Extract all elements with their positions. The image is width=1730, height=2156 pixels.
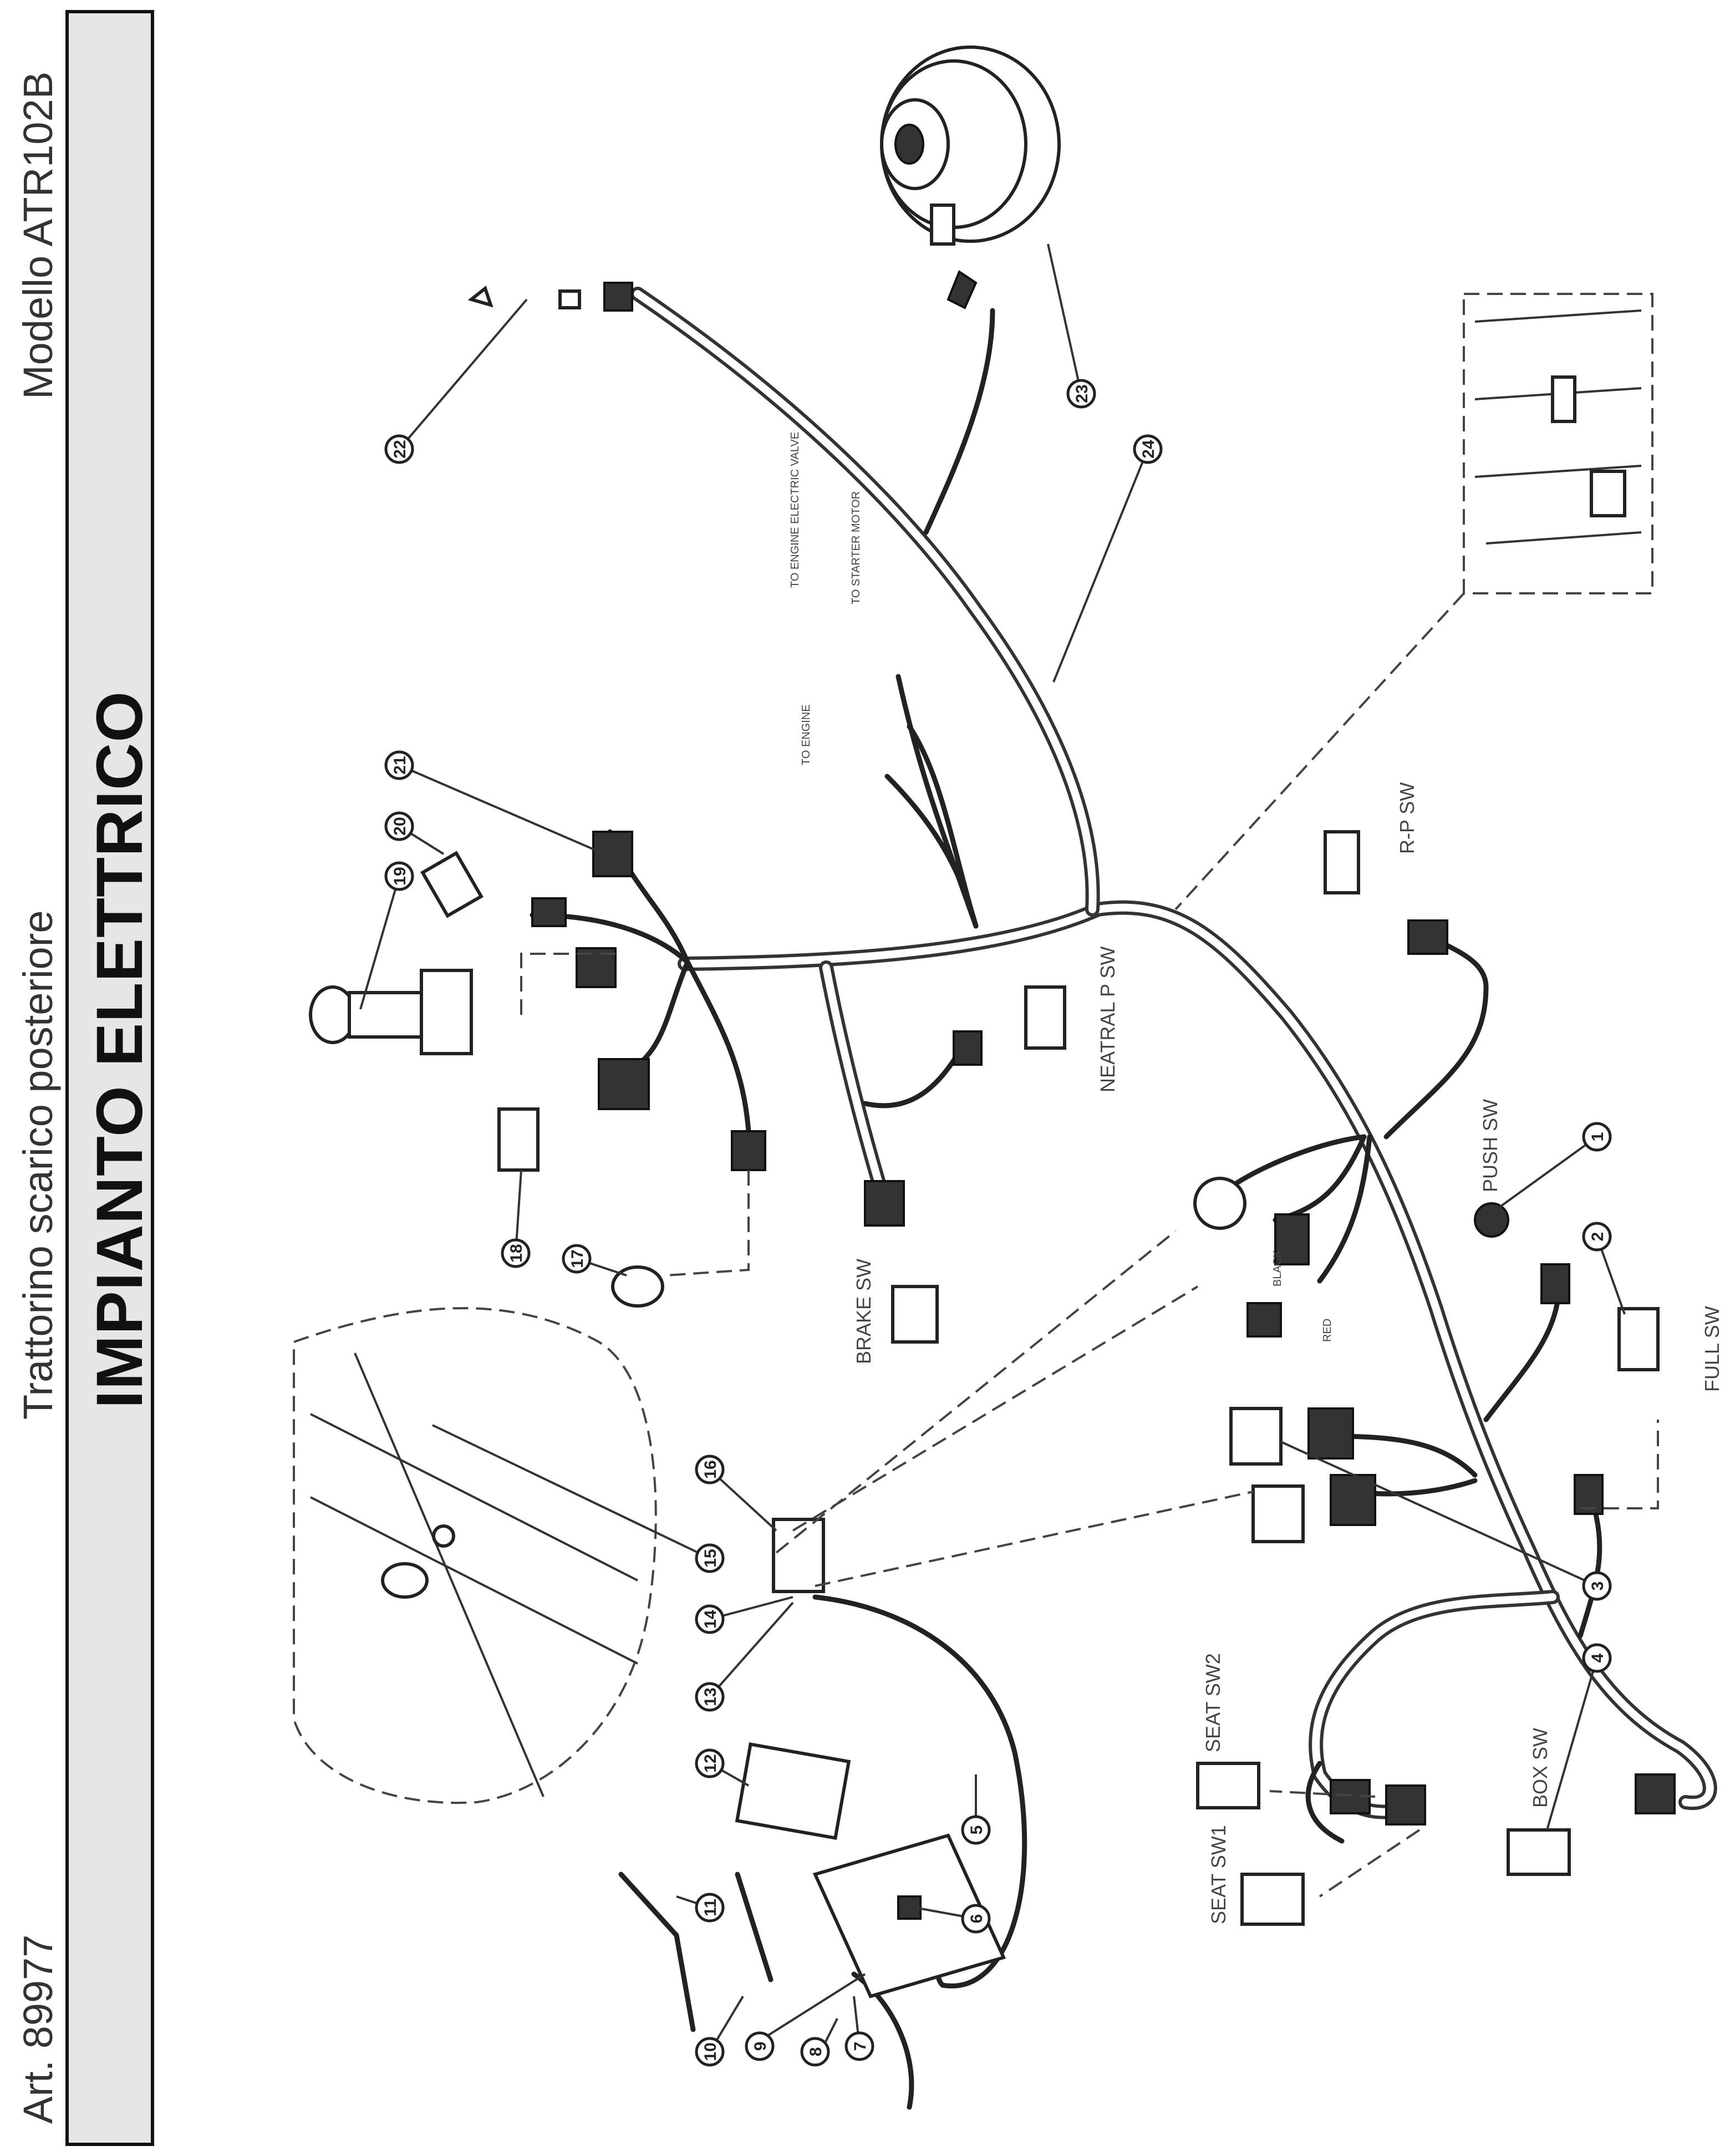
seat-switch-2 [1196,1762,1260,1809]
label-seat-sw2: SEAT SW2 [1202,1653,1224,1752]
callout-6: 6 [968,1914,986,1924]
neutral-switch [1024,985,1066,1050]
toggle-switch [420,851,484,918]
battery-cable [812,1594,1027,1989]
ignition-switch [309,969,473,1055]
label-box-sw: BOX SW [1529,1728,1551,1808]
connector-brake-2 [953,1030,983,1066]
label-push-sw: PUSH SW [1479,1099,1502,1192]
callout-15: 15 [701,1549,720,1567]
battery-strap [735,1742,851,1840]
inset-view-right [1463,293,1653,594]
label-brake-sw: BRAKE SW [852,1259,875,1364]
callout-12: 12 [701,1754,720,1772]
connector-box [1635,1773,1676,1814]
inset-view-left [293,1307,657,1804]
label-to-starter-motor: TO STARTER MOTOR [850,491,862,604]
connector-20 [531,897,567,927]
callout-20: 20 [391,817,409,835]
callout-19: 19 [391,867,409,885]
main-harness [530,287,1717,1844]
relay-a [1229,1407,1283,1466]
relay-plug-a [1274,1213,1310,1265]
label-seat-sw1: SEAT SW1 [1207,1825,1230,1924]
bar [735,1872,774,1982]
label-neutral-sw: NEATRAL P SW [1096,947,1119,1092]
callout-4: 4 [1589,1653,1607,1662]
label-rp-sw: R-P SW [1396,782,1418,854]
label-full-sw: FULL SW [1701,1306,1723,1392]
rocker-switch [497,1107,540,1172]
callout-22: 22 [391,440,409,458]
callouts: 1 2 3 4 5 6 7 8 9 10 11 12 13 14 15 16 1… [384,379,1612,2067]
callout-10: 10 [701,2042,720,2061]
callout-11: 11 [701,1899,720,1916]
callout-24: 24 [1139,440,1158,459]
callout-16: 16 [701,1460,720,1478]
rod [618,1872,696,2032]
label-to-engine-valve: TO ENGINE ELECTRIC VALVE [789,432,801,588]
brake-switch [891,1285,939,1344]
label-black: BLACK [1271,1250,1284,1287]
push-switch [1474,1202,1509,1238]
seat-switch-1 [1240,1873,1305,1926]
pto-clutch [880,45,1061,309]
callout-8: 8 [807,2047,825,2057]
callout-13: 13 [701,1687,720,1706]
connector-21 [592,831,633,877]
multi-plug [598,1058,650,1110]
rp-switch [1324,830,1360,894]
relay-b [1251,1484,1305,1543]
connector-full [1574,1474,1604,1515]
relay-socket-a [1307,1407,1354,1460]
label-red: RED [1321,1319,1334,1342]
callout-2: 2 [1589,1232,1607,1242]
callout-7: 7 [851,2042,869,2051]
callout-1: 1 [1589,1132,1607,1142]
connector-rp [1407,919,1448,955]
callout-23: 23 [1073,384,1091,403]
buzzer [611,1265,664,1308]
connector-brake [864,1180,905,1227]
callout-9: 9 [751,2042,770,2051]
callout-14: 14 [701,1610,720,1629]
lamp-bulb [467,282,633,312]
header-band [65,10,154,2146]
callout-5: 5 [968,1826,986,1835]
full-switch [1617,1307,1660,1371]
callout-21: 21 [391,756,409,774]
callout-17: 17 [568,1249,587,1268]
connector-17 [731,1130,766,1171]
relay-plug-b [1246,1302,1282,1338]
connector-seat-1 [1385,1784,1426,1826]
callout-leaders [359,243,1626,2053]
box-switch [1507,1828,1571,1876]
callout-18: 18 [507,1244,526,1262]
callout-3: 3 [1589,1582,1607,1591]
connector-push [1540,1263,1570,1304]
solenoid [772,1518,825,1593]
label-to-engine: TO ENGINE [800,704,812,765]
fuse-holder [1193,1177,1246,1230]
